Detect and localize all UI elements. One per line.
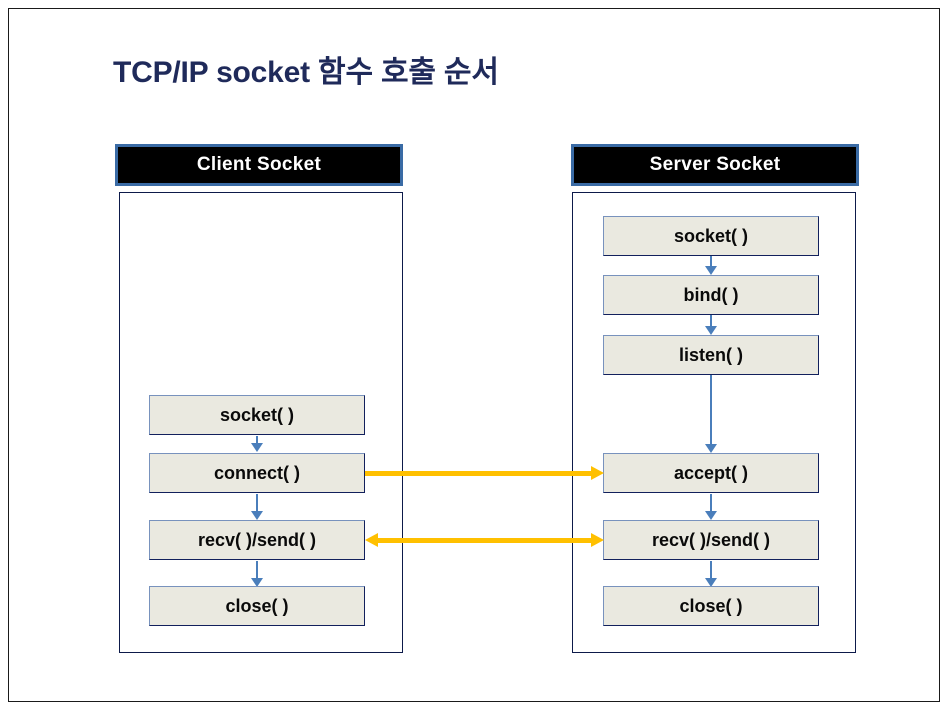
server-step-listen[interactable]: listen( ) [603, 335, 819, 375]
server-step-socket[interactable]: socket( ) [603, 216, 819, 256]
server-flow-arrow-socket-to-bind [704, 256, 718, 276]
client-step-close[interactable]: close( ) [149, 586, 365, 626]
server-step-bind[interactable]: bind( ) [603, 275, 819, 315]
client-step-socket[interactable]: socket( ) [149, 395, 365, 435]
link-arrow-connect-to-accept [365, 465, 604, 481]
client-step-recv-send[interactable]: recv( )/send( ) [149, 520, 365, 560]
client-socket-header: Client Socket [115, 144, 403, 186]
client-socket-panel [119, 192, 403, 653]
server-flow-arrow-bind-to-listen [704, 315, 718, 336]
client-step-connect[interactable]: connect( ) [149, 453, 365, 493]
server-step-close[interactable]: close( ) [603, 586, 819, 626]
client-flow-arrow-socket-to-connect [250, 436, 264, 452]
server-flow-arrow-accept-to-recvsend [704, 494, 718, 520]
client-flow-arrow-connect-to-recvsend [250, 494, 264, 520]
page-title: TCP/IP socket 함수 호출 순서 [113, 56, 499, 89]
server-step-recv-send[interactable]: recv( )/send( ) [603, 520, 819, 560]
link-arrow-recvsend-bidirectional [365, 532, 604, 548]
slide-canvas: TCP/IP socket 함수 호출 순서 Client Socket soc… [8, 8, 940, 702]
client-flow-arrow-recvsend-to-close [250, 561, 264, 587]
server-flow-arrow-recvsend-to-close [704, 561, 718, 587]
server-step-accept[interactable]: accept( ) [603, 453, 819, 493]
server-flow-arrow-listen-to-accept [704, 375, 718, 454]
server-socket-header: Server Socket [571, 144, 859, 186]
server-socket-panel [572, 192, 856, 653]
